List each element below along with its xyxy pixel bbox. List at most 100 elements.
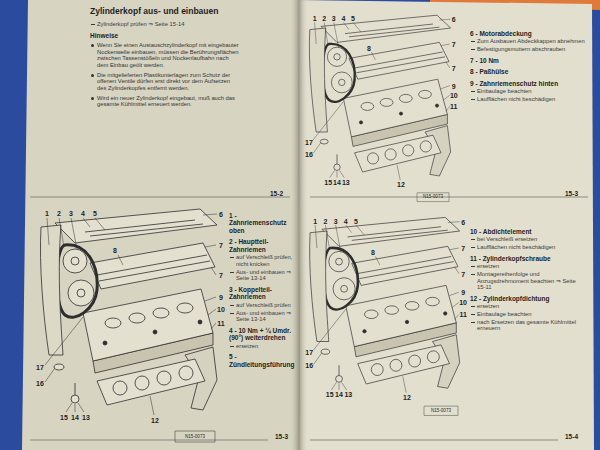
item-detail: auf Verschleiß prüfen, nicht knicken xyxy=(229,254,293,267)
note-text: Wird ein neuer Zylinderkopf eingebaut, m… xyxy=(90,95,240,108)
callout-number: 1 xyxy=(45,210,49,217)
callout-number: 5 xyxy=(354,217,358,224)
callout-number: 5 xyxy=(351,15,355,22)
callout-number: 7 xyxy=(452,41,456,48)
callout-number: 16 xyxy=(36,380,44,387)
callout-number: 16 xyxy=(305,362,313,369)
callout-number: 3 xyxy=(332,15,336,22)
callout-number: 4 xyxy=(344,217,348,224)
callout-number: 2 xyxy=(323,217,327,224)
callout-number: 15 xyxy=(60,414,68,421)
page-number: 15-3 xyxy=(275,433,288,440)
callout-number: 9 xyxy=(219,294,223,301)
figure-code: N15-0073 xyxy=(185,434,205,439)
callout-number: 14 xyxy=(333,178,341,185)
page-number: 15-4 xyxy=(565,433,578,440)
callout-number: 7 xyxy=(461,270,465,277)
callout-number: 7 xyxy=(461,245,465,252)
callout-number: 13 xyxy=(82,414,90,421)
callout-number: 2 xyxy=(322,15,326,22)
callout-number: 16 xyxy=(305,151,313,158)
item-detail: Zum Ausbauen Abdeckkappen abnehmen xyxy=(470,38,585,45)
item-detail: bei Verschleiß ersetzen xyxy=(470,236,585,243)
callout-number: 8 xyxy=(371,249,375,256)
item-detail: Einbaulage beachten xyxy=(470,311,585,318)
callout-number: 17 xyxy=(36,364,44,371)
callout-number: 6 xyxy=(461,218,465,225)
callout-number: 17 xyxy=(305,348,313,355)
item-detail: Einbaulage beachten xyxy=(470,88,585,95)
item-detail: nach Ersetzen das gesamte Kühlmittel ern… xyxy=(470,319,585,332)
callout-number: 2 xyxy=(57,210,61,217)
figure-code: N15-0073 xyxy=(423,195,443,200)
item-detail: Zylinderkopf prüfen ⇒ Seite 15-14 xyxy=(90,21,240,28)
item-heading: 8 - Paßhülse xyxy=(470,68,585,75)
callout-number: 13 xyxy=(344,391,352,398)
callout-number: 15 xyxy=(326,391,334,398)
callout-number: 6 xyxy=(219,211,223,218)
text-column: 10 - Abdichtelementbei Verschleiß ersetz… xyxy=(470,224,585,332)
callout-number: 7 xyxy=(219,242,223,249)
item-heading: 5 - Zündleitungsführung xyxy=(229,353,293,368)
item-detail: Laufflächen nicht beschädigen xyxy=(470,244,585,251)
callout-number: 7 xyxy=(219,272,223,279)
callout-number: 9 xyxy=(461,289,465,296)
item-detail: Aus- und einbauen ⇒ Seite 13-14 xyxy=(229,269,293,282)
item-detail: ersetzen xyxy=(470,303,585,310)
item-heading: 4 - 10 Nm + ¼ Umdr. (90°) weiterdrehen xyxy=(229,327,293,342)
callout-number: 10 xyxy=(459,299,467,306)
callout-number: 8 xyxy=(367,45,371,52)
callout-number: 11 xyxy=(459,311,466,318)
callout-number: 12 xyxy=(151,417,159,424)
item-detail: Aus- und einbauen ⇒ Seite 13-14 xyxy=(229,310,293,323)
item-heading: 1 - Zahnriemenschutz oben xyxy=(229,212,293,234)
callout-number: 5 xyxy=(93,210,97,217)
callout-number: 10 xyxy=(217,306,225,313)
item-heading: 7 - 10 Nm xyxy=(470,57,585,64)
item-detail: auf Verschleiß prüfen xyxy=(229,302,293,309)
callout-number: 14 xyxy=(71,414,79,421)
callout-number: 12 xyxy=(397,181,405,188)
callout-number: 3 xyxy=(334,217,338,224)
callout-number: 1 xyxy=(313,217,317,224)
note-text: Die mitgelieferten Plastikunterlagen zum… xyxy=(90,72,240,92)
item-heading: 6 - Motorabdeckung xyxy=(470,30,585,37)
callout-number: 3 xyxy=(69,210,73,217)
item-detail: Laufflächen nicht beschädigen xyxy=(470,96,585,103)
callout-number: 14 xyxy=(335,391,343,398)
item-detail: Montagereihenfolge und Anzugsdrehmoment … xyxy=(470,271,585,291)
callout-number: 8 xyxy=(113,247,117,254)
callout-number: 17 xyxy=(305,138,313,145)
callout-number: 11 xyxy=(450,103,457,110)
callout-number: 7 xyxy=(452,65,456,72)
item-heading: 10 - Abdichtelement xyxy=(470,228,585,235)
callout-number: 11 xyxy=(217,320,224,327)
page-number: 15-2 xyxy=(270,190,283,197)
callout-number: 15 xyxy=(324,178,332,185)
item-detail: Befestigungsmuttern abschrauben xyxy=(470,46,585,53)
item-detail: ersetzen xyxy=(229,343,293,350)
page-number: 15-3 xyxy=(565,190,578,197)
figure-code: N15-0073 xyxy=(431,409,451,414)
item-detail: ersetzen xyxy=(470,263,585,270)
item-heading: 12 - Zylinderkopfdichtung xyxy=(470,295,585,302)
text-column: Zylinderkopf prüfen ⇒ Seite 15-14Hinweis… xyxy=(90,20,240,108)
page-heading: Zylinderkopf aus- und einbauen xyxy=(90,6,218,16)
text-column: 1 - Zahnriemenschutz oben 2 - Hauptteil-Z… xyxy=(229,208,293,368)
item-heading: 3 - Koppelteil-Zahnriemen xyxy=(229,286,293,301)
callout-number: 4 xyxy=(81,210,85,217)
item-heading: 9 - Zahnriemenschutz hinten xyxy=(470,80,585,87)
item-heading: 2 - Hauptteil-Zahnriemen xyxy=(229,238,293,253)
item-heading: Hinweise xyxy=(90,32,240,39)
callout-number: 10 xyxy=(450,92,458,99)
callout-number: 13 xyxy=(342,178,350,185)
callout-number: 6 xyxy=(452,16,456,23)
callout-number: 1 xyxy=(313,15,317,22)
item-heading: 11 - Zylinderkopfschraube xyxy=(470,255,585,262)
callout-number: 9 xyxy=(452,82,456,89)
text-column: 6 - MotorabdeckungZum Ausbauen Abdeckkap… xyxy=(470,26,585,103)
note-text: Wenn Sie einen Austauschzylinderkopf mit… xyxy=(90,42,240,69)
callout-number: 4 xyxy=(341,15,345,22)
